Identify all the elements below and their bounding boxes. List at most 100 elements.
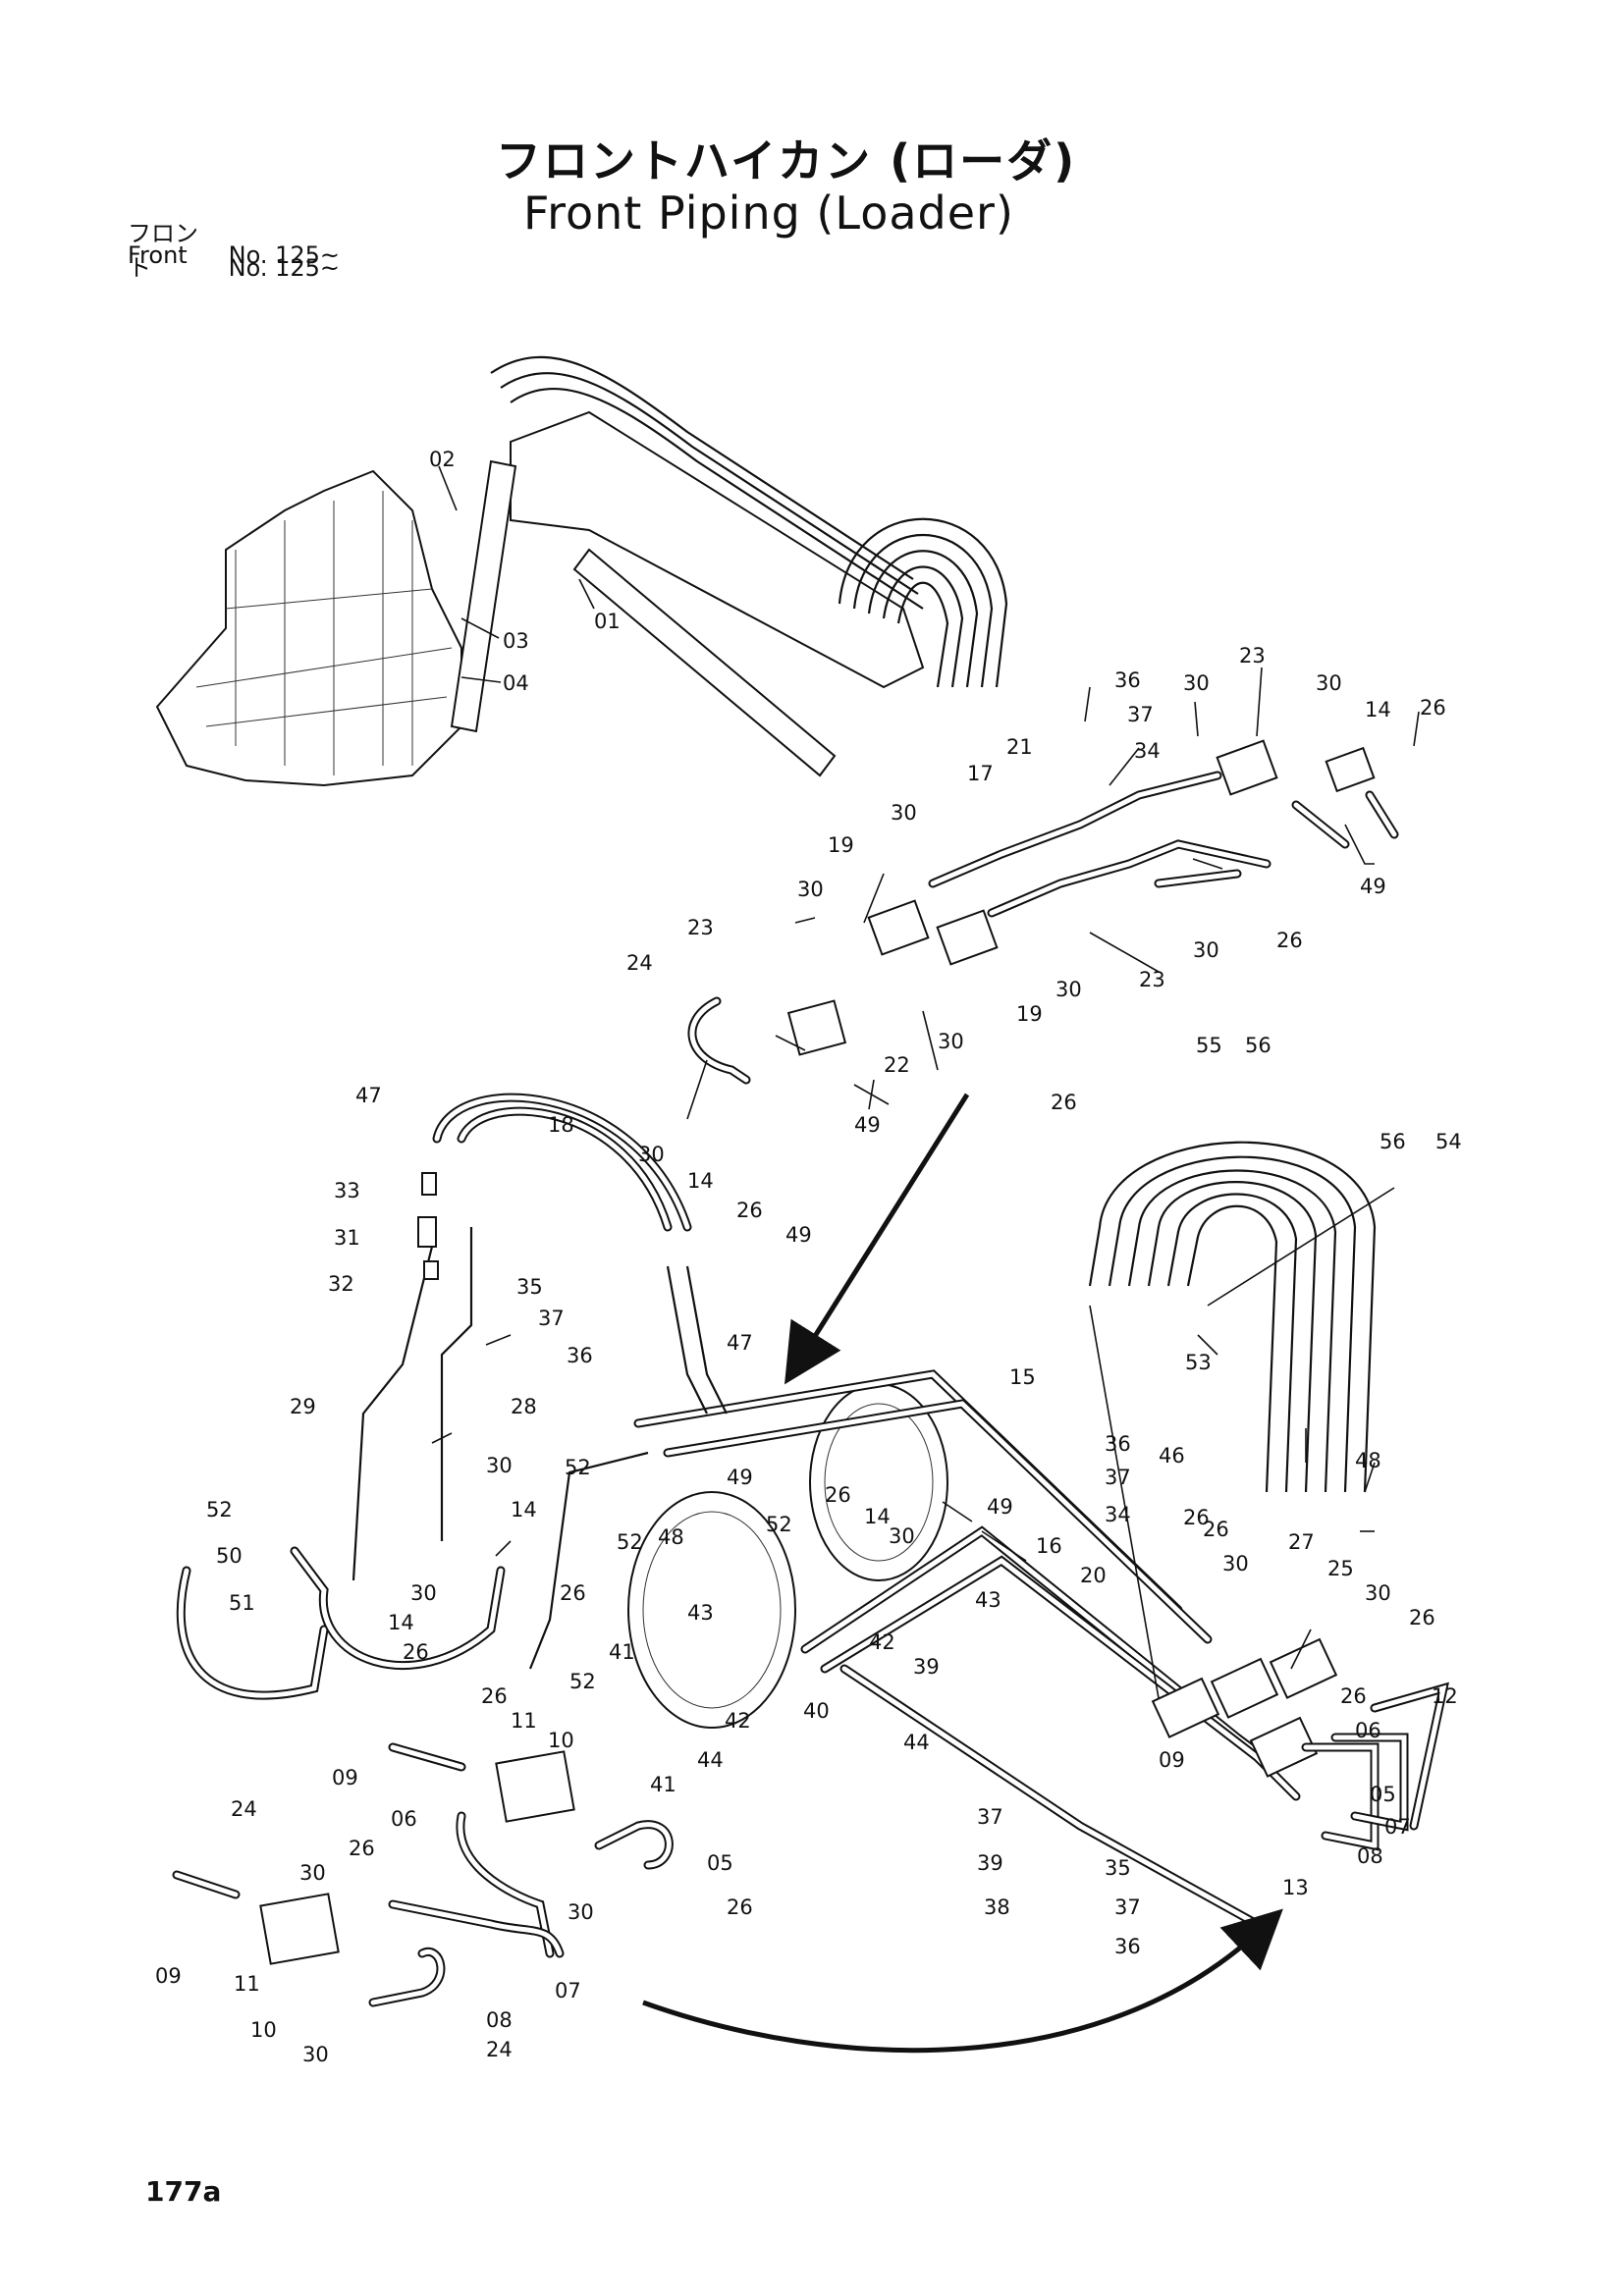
callout-39: 38	[984, 1896, 1010, 1919]
callout-52: 52	[569, 1670, 596, 1693]
machine-illustration	[155, 355, 1008, 787]
callout-19: 19	[1016, 1002, 1043, 1026]
callout-50: 50	[216, 1544, 243, 1568]
callout-23: 23	[1239, 644, 1266, 667]
callout-34: 34	[1105, 1503, 1131, 1526]
callout-26: 26	[1051, 1091, 1077, 1114]
callout-30: 30	[486, 1454, 513, 1477]
callout-52: 52	[766, 1513, 792, 1536]
callout-44: 43	[975, 1588, 1001, 1612]
callout-35: 35	[516, 1275, 543, 1299]
callout-30: 30	[299, 1861, 326, 1885]
callout-42: 41	[650, 1773, 676, 1796]
callout-44: 44	[903, 1731, 930, 1754]
callout-35: 35	[1105, 1856, 1131, 1880]
callout-28: 28	[511, 1395, 537, 1418]
callout-26: 26	[481, 1684, 508, 1708]
callout-47: 47	[727, 1331, 753, 1355]
callout-42: 41	[609, 1640, 635, 1664]
flow-arrow-lower	[642, 1908, 1283, 2054]
callout-27: 27	[1288, 1530, 1315, 1554]
callout-26: 26	[1276, 929, 1303, 952]
upper-valve-group	[687, 739, 1399, 1105]
callout-49: 49	[987, 1495, 1013, 1519]
callout-30: 30	[638, 1143, 665, 1166]
callout-14: 14	[1365, 698, 1391, 721]
callout-26: 26	[1340, 1684, 1367, 1708]
leader-lines	[431, 465, 1420, 1670]
callout-26: 26	[1409, 1606, 1435, 1629]
callout-30: 30	[889, 1524, 915, 1548]
callout-38: 37	[977, 1805, 1003, 1829]
callout-05: 05	[1370, 1783, 1396, 1806]
callout-30: 30	[568, 1900, 594, 1924]
callout-41: 40	[803, 1699, 830, 1723]
callout-22: 22	[884, 1053, 910, 1077]
callout-04: 04	[503, 671, 529, 695]
callout-56: 56	[1380, 1130, 1406, 1153]
callout-37: 37	[1114, 1896, 1141, 1919]
callout-26: 26	[736, 1199, 763, 1222]
callout-30: 30	[891, 801, 917, 825]
callout-36: 36	[1114, 668, 1141, 692]
callout-45: 46	[1159, 1444, 1185, 1468]
page-title-english: Front Piping (Loader)	[523, 187, 1014, 240]
callout-06: 06	[1355, 1719, 1381, 1742]
serial-line-english: Front No. 125~	[128, 241, 340, 269]
callout-51: 51	[229, 1591, 255, 1615]
callout-36: 36	[567, 1344, 593, 1367]
callout-01: 01	[594, 610, 621, 633]
callout-10: 10	[250, 2018, 277, 2042]
callout-19: 19	[828, 833, 854, 857]
callout-26: 24	[486, 2038, 513, 2061]
callout-03: 03	[503, 629, 529, 653]
callout-11: 11	[234, 1972, 260, 1996]
callout-24: 24	[626, 951, 653, 975]
callout-30: 30	[302, 2043, 329, 2066]
page-number: 177a	[145, 2175, 222, 2208]
callout-08: 08	[1357, 1844, 1383, 1868]
callout-34: 34	[1134, 739, 1161, 763]
callout-43: 42	[725, 1709, 751, 1733]
callout-30: 30	[1365, 1581, 1391, 1605]
callout-52: 52	[565, 1456, 591, 1479]
callout-25: 25	[1327, 1557, 1354, 1580]
serial-value: No. 125~	[228, 241, 341, 269]
callout-20: 20	[1080, 1564, 1107, 1587]
callout-30: 30	[938, 1030, 964, 1053]
lower-left-detail	[172, 1742, 674, 2007]
callout-36: 36	[1105, 1432, 1131, 1456]
callout-07: 07	[555, 1979, 581, 2002]
callout-14: 14	[864, 1505, 891, 1528]
callout-37: 37	[538, 1307, 565, 1330]
callout-21: 21	[1006, 735, 1033, 759]
callout-23: 23	[687, 916, 714, 939]
callout-26: 26	[560, 1581, 586, 1605]
callout-26: 26	[403, 1640, 429, 1664]
callout-55: 55	[1196, 1034, 1222, 1057]
callout-09: 09	[1159, 1748, 1185, 1772]
callout-12: 12	[1432, 1684, 1458, 1708]
callout-13: 13	[1282, 1876, 1309, 1899]
callout-30: 30	[410, 1581, 437, 1605]
callout-36: 36	[1114, 1935, 1141, 1958]
callout-48: 48	[658, 1525, 684, 1549]
callout-49: 49	[727, 1466, 753, 1489]
callout-26: 26	[1203, 1518, 1229, 1541]
serial-value: No. 125~	[228, 254, 341, 282]
callout-02: 02	[429, 448, 456, 471]
callout-09: 09	[332, 1766, 358, 1789]
callout-54: 54	[1435, 1130, 1462, 1153]
callout-44: 44	[697, 1748, 724, 1772]
callout-26: 26	[1183, 1506, 1210, 1529]
callout-26: 26	[349, 1837, 375, 1860]
callout-26: 24	[231, 1797, 257, 1821]
callout-56: 56	[1245, 1034, 1271, 1057]
callout-14: 14	[687, 1169, 714, 1193]
callout-31: 31	[334, 1226, 360, 1250]
left-hose-group	[176, 1093, 692, 1700]
callout-14: 14	[511, 1498, 537, 1522]
callout-37: 37	[1105, 1466, 1131, 1489]
callout-05: 05	[707, 1851, 733, 1875]
